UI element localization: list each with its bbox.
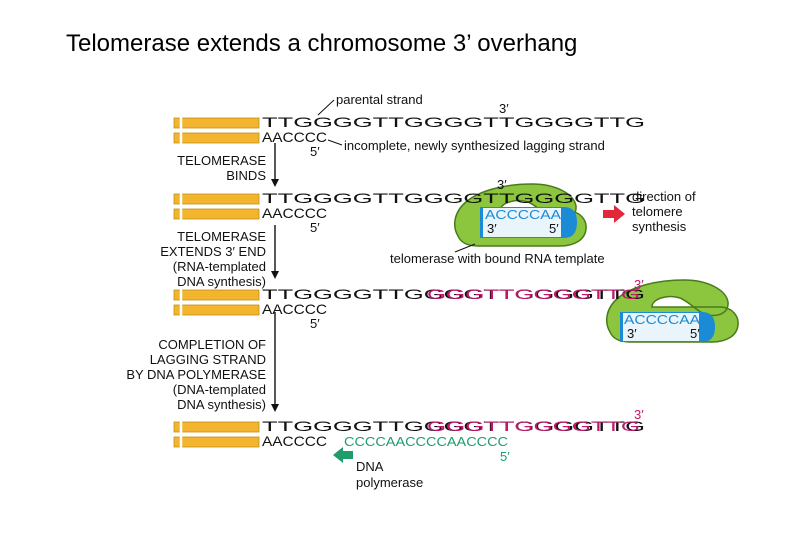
step-binds-line-2: BINDS	[226, 168, 266, 183]
three-prime-label: 3′	[499, 101, 509, 116]
step-telomerase-extends: TELOMERASE EXTENDS 3′ END (RNA-templated…	[160, 229, 266, 289]
three-prime-label: 3′	[497, 177, 507, 192]
step-telomerase-binds: TELOMERASE BINDS	[177, 153, 266, 183]
five-prime-label: 5′	[500, 449, 510, 464]
step-binds-line-1: TELOMERASE	[177, 153, 266, 168]
top-strand-sequence: TTGGGGTTGGGGTTGGGGTTG	[262, 286, 645, 302]
row-3-extended-overhang: ACCCCAA 3′ 5′ TTGGGGTTGGGGTTGGGGTTG GGGT…	[173, 277, 739, 343]
incomplete-lagging-leader	[327, 139, 343, 146]
telomerase-rna-label: telomerase with bound RNA template	[390, 251, 605, 266]
step-completion-line-4: (DNA-templated	[173, 382, 266, 397]
step-extends-line-1: TELOMERASE	[177, 229, 266, 244]
top-strand-sequence: TTGGGGTTGGGGTTGGGGTTG	[262, 418, 645, 434]
telomerase-rna-leader	[454, 243, 476, 253]
step-extends-line-3: (RNA-templated	[173, 259, 266, 274]
row-2-telomerase-bound: ACCCCAA 3′ 5′ TTGGGGTTGGGGTTGGGGTTG AACC…	[173, 177, 696, 266]
telomere-extension-sequence: GGGTTGGGGTTG	[427, 418, 640, 434]
parental-strand-leader	[317, 99, 335, 116]
step-completion-line-3: BY DNA POLYMERASE	[126, 367, 266, 382]
step-extends-line-2: EXTENDS 3′ END	[160, 244, 266, 259]
three-prime-label: 3′	[634, 407, 644, 422]
dna-polymerase-label-line-1: DNA	[356, 459, 384, 474]
five-prime-label: 5′	[310, 220, 320, 235]
step-completion-line-5: DNA synthesis)	[177, 397, 266, 412]
dna-duplex-bars	[173, 421, 260, 448]
page-title: Telomerase extends a chromosome 3’ overh…	[66, 30, 578, 57]
row-1-chromosome-end: TTGGGGTTGGGGTTGGGGTTG AACCCC 3′ 5′ paren…	[173, 92, 645, 159]
lagging-fill-sequence: CCCCAACCCCAACCCC	[344, 435, 508, 449]
bottom-strand-sequence: AACCCC	[262, 129, 327, 145]
row-4-completed-lagging: TTGGGGTTGGGGTTGGGGTTG GGGTTGGGGTTG AACCC…	[173, 407, 645, 490]
step-completion-line-2: LAGGING STRAND	[150, 352, 266, 367]
parental-strand-label: parental strand	[336, 92, 423, 107]
dna-duplex-bars	[173, 193, 260, 220]
direction-label-line-2: telomere	[632, 204, 683, 219]
rna-template-sequence: ACCCCAA	[485, 207, 561, 222]
step-completion-line-1: COMPLETION OF	[158, 337, 266, 352]
step-extends-line-4: DNA synthesis)	[177, 274, 266, 289]
incomplete-lagging-strand-label: incomplete, newly synthesized lagging st…	[344, 138, 605, 153]
dna-polymerase-arrow	[333, 447, 353, 463]
dna-polymerase-label-line-2: polymerase	[356, 475, 423, 490]
rna-three-prime: 3′	[627, 326, 637, 341]
bottom-strand-sequence: AACCCC	[262, 433, 327, 449]
rna-template-sequence: ACCCCAA	[624, 312, 700, 327]
rna-five-prime: 5′	[549, 221, 559, 236]
direction-label-line-1: direction of	[632, 189, 696, 204]
dna-duplex-bars	[173, 117, 260, 144]
rna-template-inset	[483, 208, 561, 237]
direction-label-line-3: synthesis	[632, 219, 687, 234]
top-strand-sequence: TTGGGGTTGGGGTTGGGGTTG	[262, 114, 645, 130]
top-strand-sequence: TTGGGGTTGGGGTTGGGGTTG	[262, 190, 645, 206]
rna-three-prime: 3′	[487, 221, 497, 236]
direction-arrow	[603, 205, 625, 223]
bottom-strand-sequence: AACCCC	[262, 301, 327, 317]
step-completion-lagging: COMPLETION OF LAGGING STRAND BY DNA POLY…	[126, 337, 266, 412]
rna-five-prime: 5′	[690, 326, 700, 341]
rna-template-inset	[623, 313, 699, 341]
bottom-strand-sequence: AACCCC	[262, 205, 327, 221]
five-prime-label: 5′	[310, 316, 320, 331]
telomere-extension-sequence: GGGTTGGGGTTG	[427, 286, 640, 302]
five-prime-label: 5′	[310, 144, 320, 159]
dna-duplex-bars	[173, 289, 260, 316]
three-prime-label: 3′	[634, 277, 644, 292]
